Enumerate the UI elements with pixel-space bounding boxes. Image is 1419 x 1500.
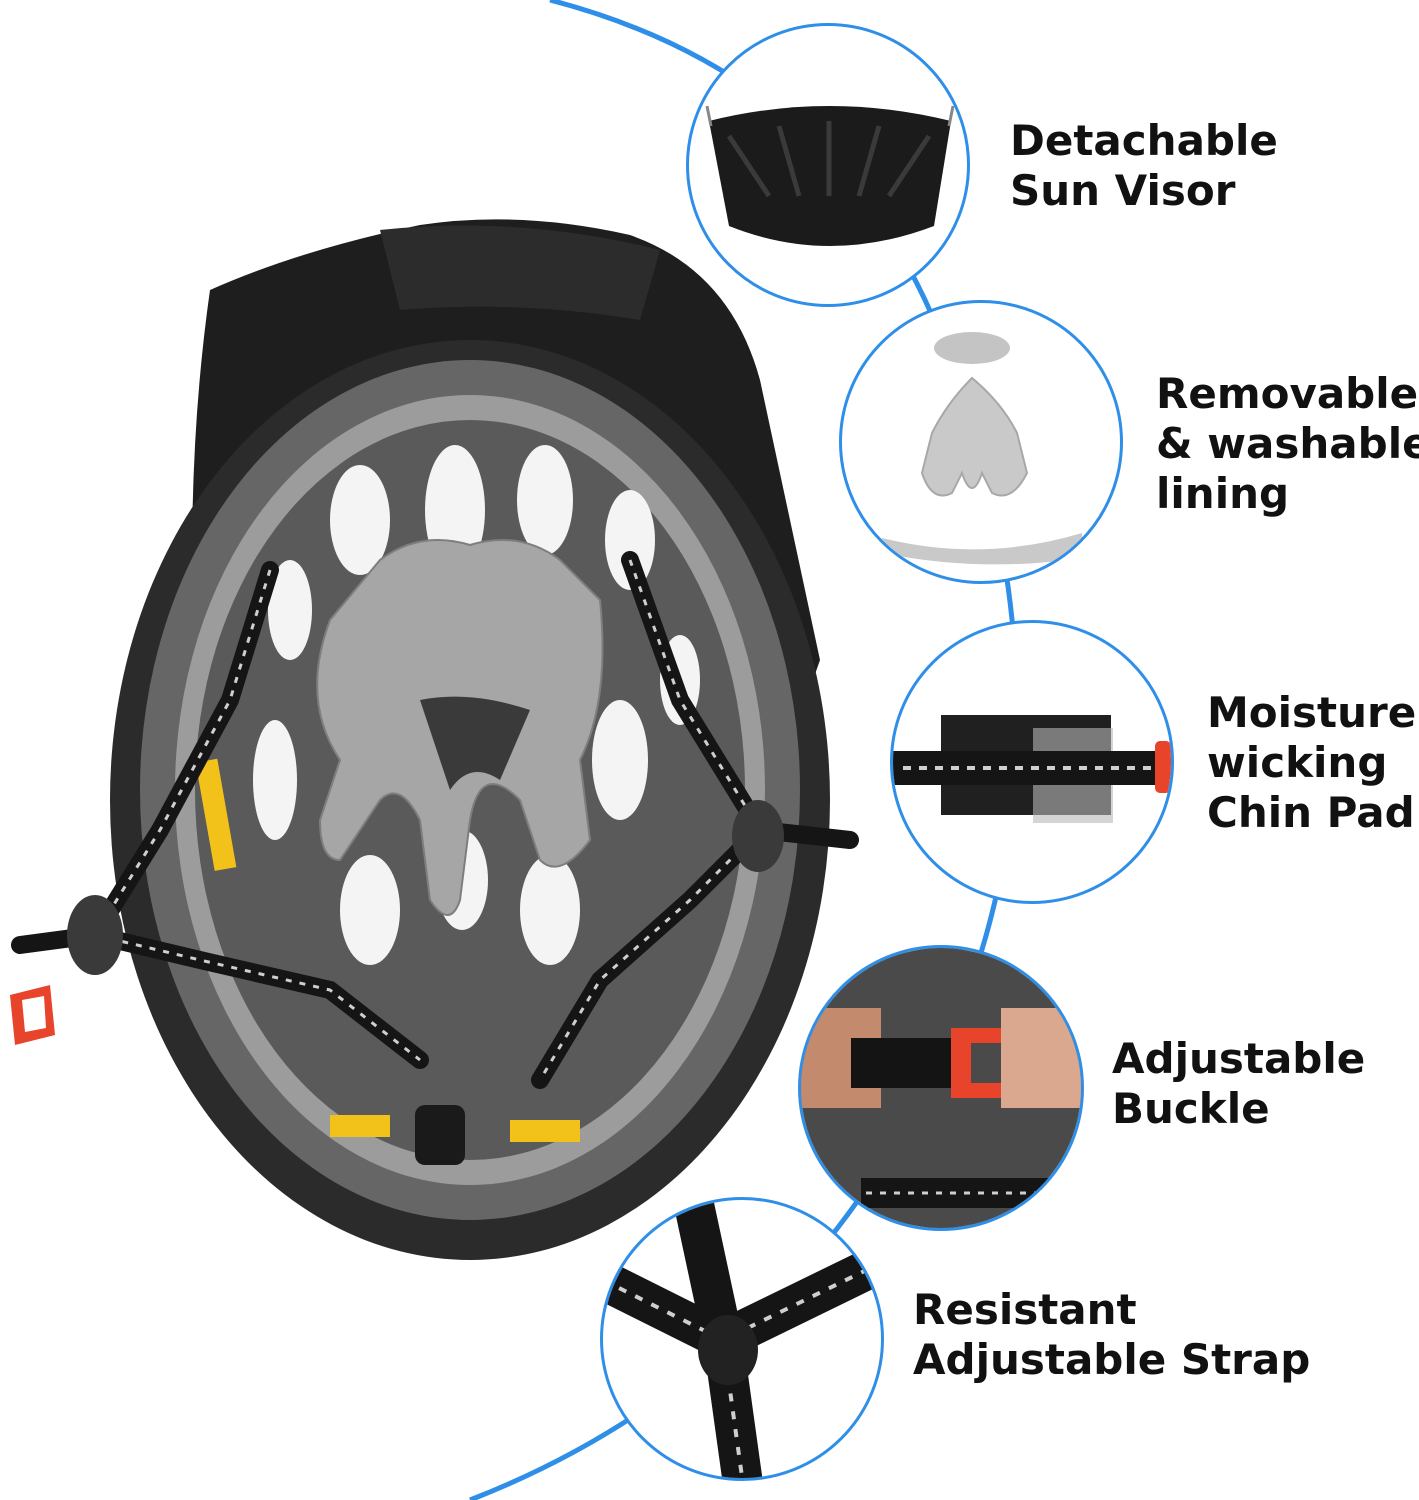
lining-label-line-1: Removable <box>1156 369 1419 418</box>
visor-icon <box>705 105 955 246</box>
padding-icon <box>882 332 1082 565</box>
strap-label-line-1: Resistant <box>913 1285 1137 1334</box>
visor-feature-label: Detachable Sun Visor <box>1010 116 1278 216</box>
chin-pad-label-line-2: wicking <box>1207 738 1388 787</box>
chin-pad-feature-label: Moisture wicking Chin Pad <box>1207 688 1416 838</box>
visor-label-line-2: Sun Visor <box>1010 166 1236 215</box>
chin-pad-icon <box>893 715 1171 823</box>
buckle-label-line-1: Adjustable <box>1112 1034 1366 1083</box>
buckle-label-line-2: Buckle <box>1112 1084 1270 1133</box>
strap-icon <box>603 1200 881 1478</box>
lining-label-line-3: lining <box>1156 469 1290 518</box>
strap-feature-label: Resistant Adjustable Strap <box>913 1285 1310 1385</box>
lining-feature-label: Removable & washable lining <box>1156 369 1419 519</box>
buckle-icon <box>801 948 1081 1228</box>
strap-label-line-2: Adjustable Strap <box>913 1335 1311 1384</box>
chin-pad-feature-circle <box>890 620 1174 904</box>
buckle-feature-label: Adjustable Buckle <box>1112 1034 1365 1134</box>
chin-pad-label-line-1: Moisture <box>1207 688 1417 737</box>
buckle-feature-circle <box>798 945 1084 1231</box>
lining-label-line-2: & washable <box>1156 419 1419 468</box>
visor-label-line-1: Detachable <box>1010 116 1278 165</box>
strap-feature-circle <box>600 1197 884 1481</box>
chin-pad-label-line-3: Chin Pad <box>1207 788 1415 837</box>
visor-feature-circle <box>686 23 970 307</box>
lining-feature-circle <box>839 300 1123 584</box>
